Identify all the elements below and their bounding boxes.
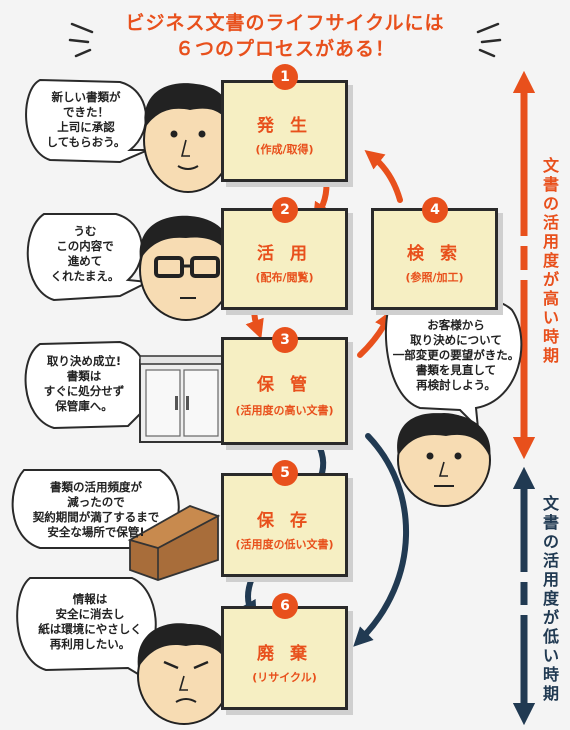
person-creator-illustration	[143, 83, 233, 193]
step-box-archive: 保 存 (活用度の低い文書)	[221, 473, 348, 577]
step-title: 発 生	[257, 116, 312, 136]
step-subtitle: (作成/取得)	[255, 143, 314, 156]
speech-bubble-archiver: 書類の活用頻度が減ったので契約期間が満了するまで安全な場所で保管!	[32, 480, 160, 539]
high-usage-period-label: 文書の活用度が高い時期	[542, 156, 559, 365]
step-subtitle: (参照/加工)	[405, 271, 464, 284]
step-title: 保 管	[257, 375, 312, 395]
step-number-badge: 1	[272, 64, 298, 90]
person-searcher-illustration	[397, 413, 491, 507]
person-disposer-illustration	[137, 623, 231, 725]
title-burst-right	[476, 22, 502, 58]
step-box-keep: 保 管 (活用度の高い文書)	[221, 337, 348, 445]
speech-bubble-keeper: 取り決め成立!書類はすぐに処分せず保管庫へ。	[43, 354, 125, 413]
step-title: 廃 棄	[257, 644, 312, 664]
step-number-badge: 3	[272, 327, 298, 353]
step-box-generate: 発 生 (作成/取得)	[221, 80, 348, 182]
step-box-dispose: 廃 棄 (リサイクル)	[221, 606, 348, 710]
step-title: 検 索	[407, 244, 462, 264]
step-box-search: 検 索 (参照/加工)	[371, 208, 498, 310]
storage-cabinet-illustration	[139, 355, 225, 443]
step-title: 保 存	[257, 511, 312, 531]
step-title: 活 用	[257, 244, 312, 264]
step-subtitle: (活用度の高い文書)	[235, 404, 334, 417]
cardboard-box-illustration	[127, 505, 221, 581]
title-burst-left	[68, 22, 94, 58]
diagram-title-line2: ６つのプロセスがある！	[174, 38, 395, 60]
step-number-badge: 4	[422, 197, 448, 223]
speech-bubble-manager: うむこの内容で進めてくれたまえ。	[50, 224, 120, 283]
diagram-title-line1: ビジネス文書のライフサイクルには	[125, 12, 445, 34]
speech-bubble-searcher: お客様から取り決めについて一部変更の要望がきた。書類を見直して再検討しよう。	[392, 318, 520, 392]
step-subtitle: (リサイクル)	[252, 671, 317, 684]
step-number-badge: 2	[272, 197, 298, 223]
speech-bubble-creator: 新しい書類ができた！上司に承認してもらおう。	[46, 90, 126, 149]
step-number-badge: 6	[272, 593, 298, 619]
low-usage-period-label: 文書の活用度が低い時期	[542, 494, 559, 703]
step-subtitle: (活用度の低い文書)	[235, 538, 334, 551]
step-number-badge: 5	[272, 460, 298, 486]
speech-bubbles	[11, 78, 523, 683]
step-subtitle: (配布/閲覧)	[255, 271, 314, 284]
speech-bubble-disposer: 情報は安全に消去し紙は環境にやさしく再利用したい。	[38, 592, 142, 651]
step-box-use: 活 用 (配布/閲覧)	[221, 208, 348, 310]
person-manager-illustration	[139, 215, 233, 321]
